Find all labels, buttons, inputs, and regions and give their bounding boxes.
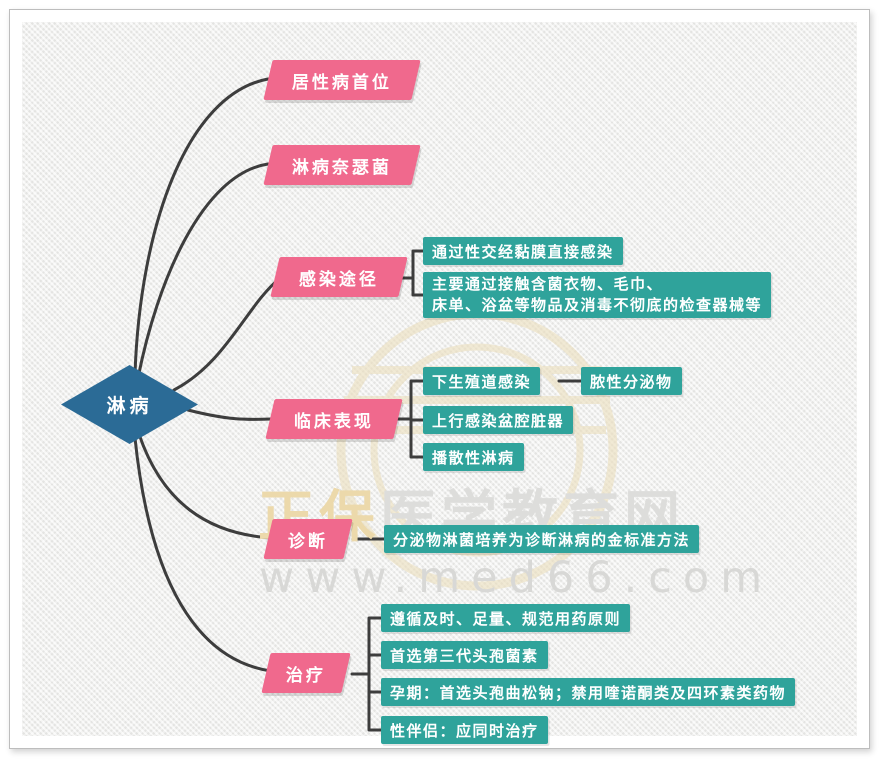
leaf-label: 下生殖道感染 — [432, 372, 532, 391]
root-node-label: 淋病 — [106, 395, 153, 417]
branch-label: 治疗 — [286, 665, 326, 686]
root-node-linbing: 淋病 — [61, 365, 198, 444]
leaf-label: 分泌物淋菌培养为诊断淋病的金标准方法 — [393, 530, 691, 549]
branch-node-diagnosis: 诊断 — [263, 519, 353, 559]
leaf-label: 首选第三代头孢菌素 — [390, 646, 539, 665]
leaf-node-indirect-contact: 主要通过接触含菌衣物、毛巾、 床单、浴盆等物品及消毒不彻底的检查器械等 — [423, 272, 772, 318]
branch-label: 淋病奈瑟菌 — [292, 157, 392, 178]
branch-node-clinical: 临床表现 — [265, 399, 403, 439]
leaf-node-gold-standard: 分泌物淋菌培养为诊断淋病的金标准方法 — [384, 525, 700, 553]
leaf-label: 性伴侣：应同时治疗 — [390, 721, 539, 740]
branch-label: 感染途径 — [299, 269, 379, 290]
leaf-label: 脓性分泌物 — [590, 372, 673, 391]
branch-node-std-rank: 居性病首位 — [263, 60, 421, 100]
leaf-label-line2: 床单、浴盆等物品及消毒不彻底的检查器械等 — [432, 296, 763, 314]
branch-label: 诊断 — [288, 531, 328, 552]
branch-label: 临床表现 — [294, 411, 374, 432]
leaf-node-pregnancy: 孕期：首选头孢曲松钠；禁用喹诺酮类及四环素类药物 — [381, 678, 796, 706]
branch-label: 居性病首位 — [292, 72, 392, 93]
mindmap-canvas: 正保医学教育网 www.med66.com 淋病 居性病首位 淋病奈瑟菌 感染途… — [22, 22, 857, 744]
leaf-label: 播散性淋病 — [432, 448, 515, 467]
leaf-node-purulent-discharge: 脓性分泌物 — [581, 367, 682, 395]
leaf-node-direct-contact: 通过性交经黏膜直接感染 — [423, 237, 623, 265]
branch-node-transmission: 感染途径 — [270, 257, 408, 297]
leaf-label: 通过性交经黏膜直接感染 — [432, 242, 614, 261]
image-frame: 正保医学教育网 www.med66.com 淋病 居性病首位 淋病奈瑟菌 感染途… — [9, 9, 870, 749]
branch-node-pathogen: 淋病奈瑟菌 — [263, 145, 421, 185]
leaf-node-disseminated: 播散性淋病 — [423, 443, 524, 471]
leaf-node-lower-tract: 下生殖道感染 — [423, 367, 541, 395]
leaf-label: 孕期：首选头孢曲松钠；禁用喹诺酮类及四环素类药物 — [390, 683, 787, 702]
leaf-node-medication-principle: 遵循及时、足量、规范用药原则 — [381, 604, 631, 632]
watermark-url: www.med66.com — [259, 553, 774, 603]
branch-node-treatment: 治疗 — [261, 653, 351, 693]
leaf-node-ascending-infection: 上行感染盆腔脏器 — [423, 406, 574, 434]
leaf-node-partner: 性伴侣：应同时治疗 — [381, 716, 548, 744]
leaf-label: 遵循及时、足量、规范用药原则 — [390, 609, 622, 628]
leaf-node-cephalosporin: 首选第三代头孢菌素 — [381, 641, 548, 669]
leaf-label-line1: 主要通过接触含菌衣物、毛巾、 — [432, 275, 664, 293]
leaf-label: 上行感染盆腔脏器 — [432, 411, 565, 430]
